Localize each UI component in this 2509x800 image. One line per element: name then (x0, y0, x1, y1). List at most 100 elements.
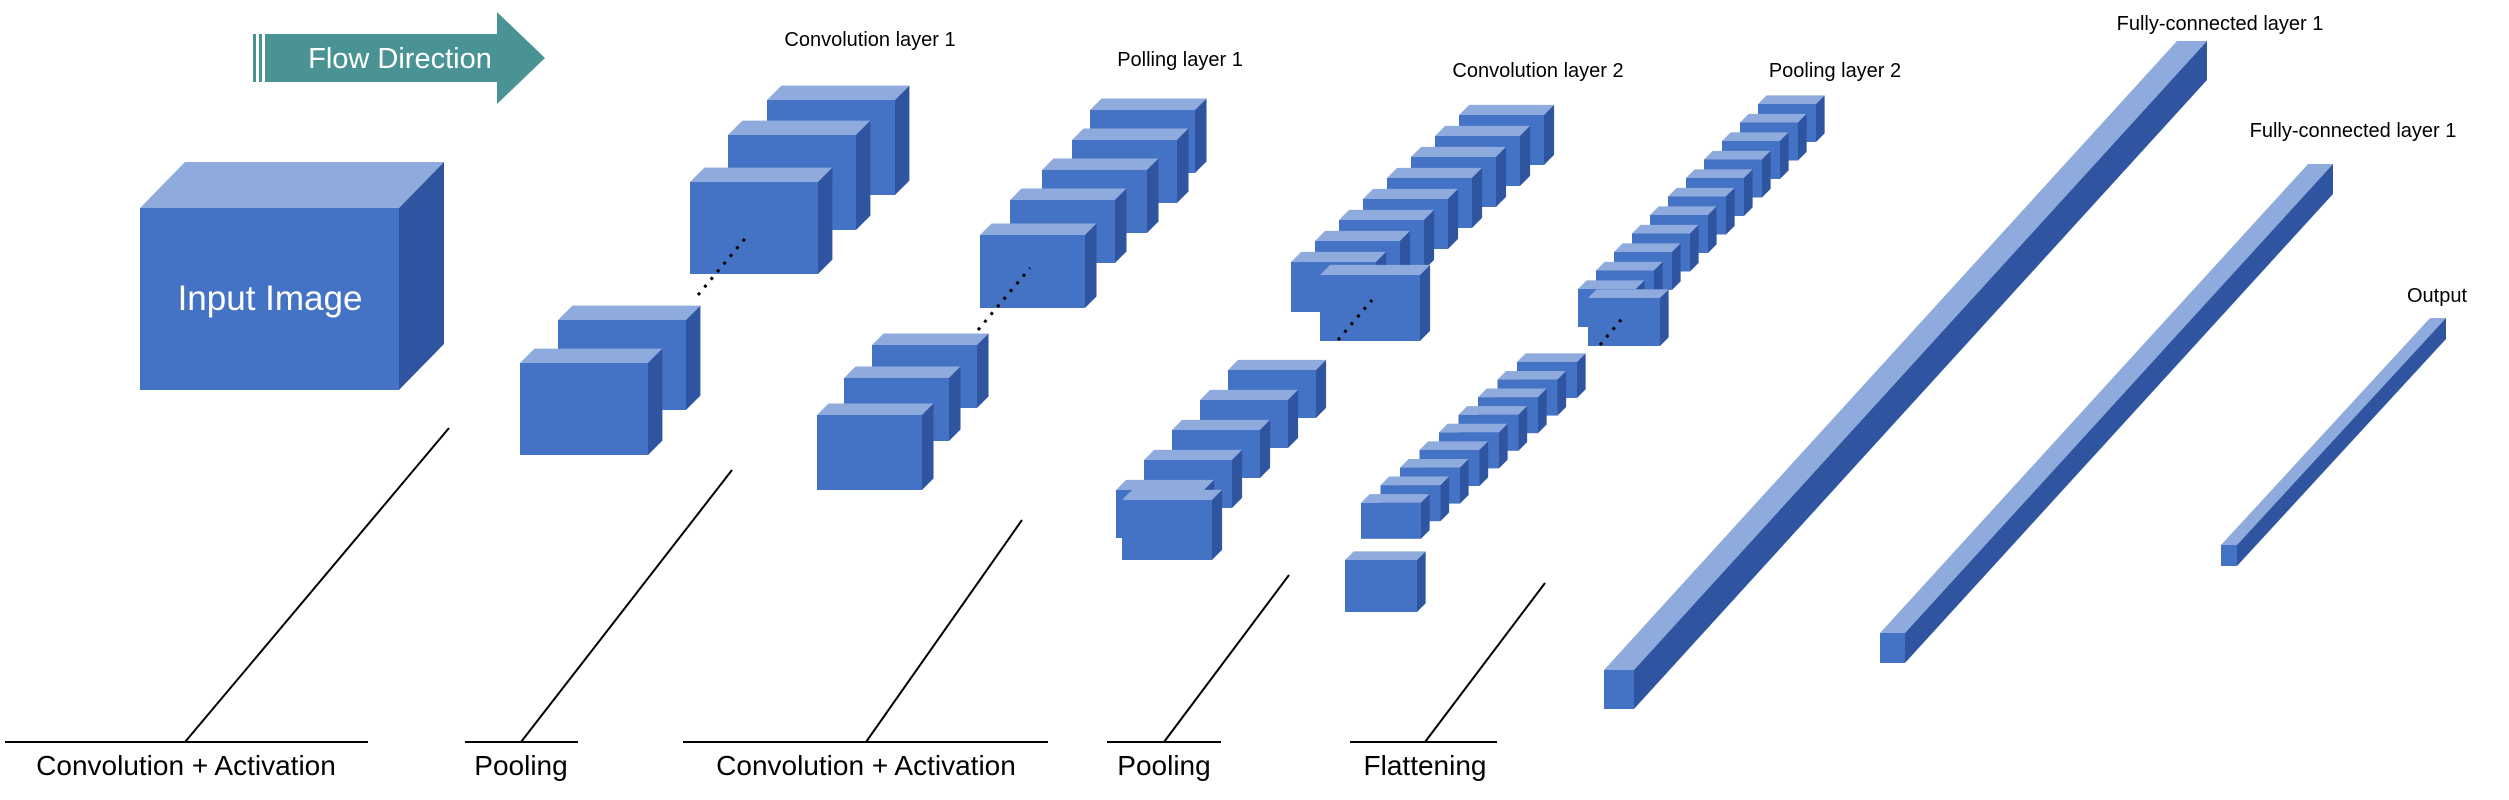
layer-label-pool1: Polling layer 1 (1117, 49, 1243, 71)
block-top (1650, 206, 1717, 215)
pool2-lower-block (1361, 494, 1430, 539)
block-side (1538, 388, 1547, 434)
block-top (140, 162, 444, 208)
block-top (980, 223, 1097, 235)
stage-label-conv-act-2: Convolution + Activation (716, 750, 1016, 781)
flow-direction-arrow: Flow Direction (253, 12, 545, 104)
block-top (1668, 187, 1735, 197)
block-top (1072, 128, 1189, 140)
block-top (1122, 489, 1223, 500)
block-top (1740, 113, 1807, 123)
block-top (1722, 132, 1789, 141)
block-top (817, 403, 934, 415)
dotted-connector (976, 267, 1032, 331)
pool1-upper-block (980, 223, 1097, 308)
block-side (1518, 406, 1528, 451)
block-side (1420, 264, 1431, 341)
block-side (856, 120, 871, 230)
layer-label-conv2: Convolution layer 2 (1452, 60, 1623, 82)
block-top (1291, 251, 1387, 262)
input-image-block: Input Image (140, 162, 444, 390)
pool2-upper-stack (1578, 95, 1825, 346)
pool1-lower-block (817, 403, 934, 490)
block-front (1588, 298, 1660, 346)
block-front (980, 235, 1085, 308)
block-top (1172, 419, 1271, 430)
dotted-connectors (696, 234, 1627, 346)
block-top (1320, 264, 1431, 275)
block-side (895, 85, 910, 195)
block-side (1448, 188, 1459, 249)
stage-diagonal (520, 469, 733, 743)
block-top (1596, 261, 1663, 271)
block-top (1578, 280, 1645, 289)
block-side (1520, 125, 1531, 186)
block-front (1361, 502, 1421, 539)
block-top (558, 305, 701, 320)
block-top (1380, 476, 1450, 486)
block-side (1744, 169, 1753, 216)
bar-front (1880, 633, 1905, 663)
block-top (728, 120, 871, 135)
layer-label-fc1: Fully-connected layer 1 (2117, 13, 2324, 35)
block-side (1260, 419, 1271, 478)
block-side (648, 348, 663, 455)
bar-side (1905, 164, 2333, 663)
layer-labels: Convolution layer 1 Polling layer 1 Conv… (784, 13, 2467, 307)
block-front (520, 363, 648, 455)
block-front (140, 208, 399, 390)
stage-lines (5, 427, 1546, 743)
conv1-lower-stack (520, 305, 701, 455)
pool1-upper-stack (980, 98, 1207, 308)
pool1-lower-stack (817, 333, 989, 490)
bar-front (1604, 670, 1634, 709)
block-side (1544, 104, 1555, 165)
block-side (1577, 353, 1586, 398)
block-side (1212, 489, 1223, 560)
block-top (1361, 494, 1430, 503)
block-top (844, 366, 961, 378)
stage-labels: Convolution + Activation Pooling Convolu… (36, 750, 1486, 781)
fully-connected-layer-2-bar (1880, 164, 2333, 663)
block-front (817, 415, 922, 490)
bar-top (1604, 41, 2207, 670)
block-top (1411, 146, 1507, 157)
block-top (1458, 406, 1528, 415)
pool2-upper-block (1588, 289, 1669, 346)
block-side (1672, 243, 1681, 290)
block-side (1472, 167, 1483, 228)
bar-top (1880, 164, 2333, 633)
block-top (520, 348, 663, 363)
dotted-connector (1598, 314, 1627, 346)
block-top (1200, 389, 1299, 400)
block-top (1439, 423, 1508, 433)
conv2-lower-block (1122, 489, 1223, 560)
block-side (1780, 132, 1789, 179)
block-top (767, 85, 910, 100)
bar-front (2221, 545, 2237, 566)
block-side (1708, 206, 1717, 253)
block-top (1758, 95, 1825, 104)
block-side (1424, 209, 1435, 270)
layer-label-output: Output (2407, 285, 2467, 307)
block-top (690, 167, 833, 182)
block-side (977, 333, 989, 408)
block-top (1010, 188, 1127, 200)
stage-diagonal (865, 519, 1023, 743)
output-bar (2221, 318, 2446, 566)
block-side (818, 167, 833, 274)
block-top (1588, 289, 1669, 298)
block-top (1632, 224, 1699, 234)
block-side (1690, 224, 1699, 272)
block-front (690, 182, 818, 274)
stage-label-pooling-1: Pooling (474, 750, 567, 781)
block-side (1479, 441, 1489, 486)
conv1-lower-block (520, 348, 663, 455)
block-side (1798, 113, 1807, 161)
block-side (1232, 449, 1243, 508)
block-top (872, 333, 989, 345)
block-side (1660, 289, 1669, 346)
layer-label-pool2: Pooling layer 2 (1769, 60, 1901, 82)
conv2-lower-stack (1116, 359, 1327, 560)
